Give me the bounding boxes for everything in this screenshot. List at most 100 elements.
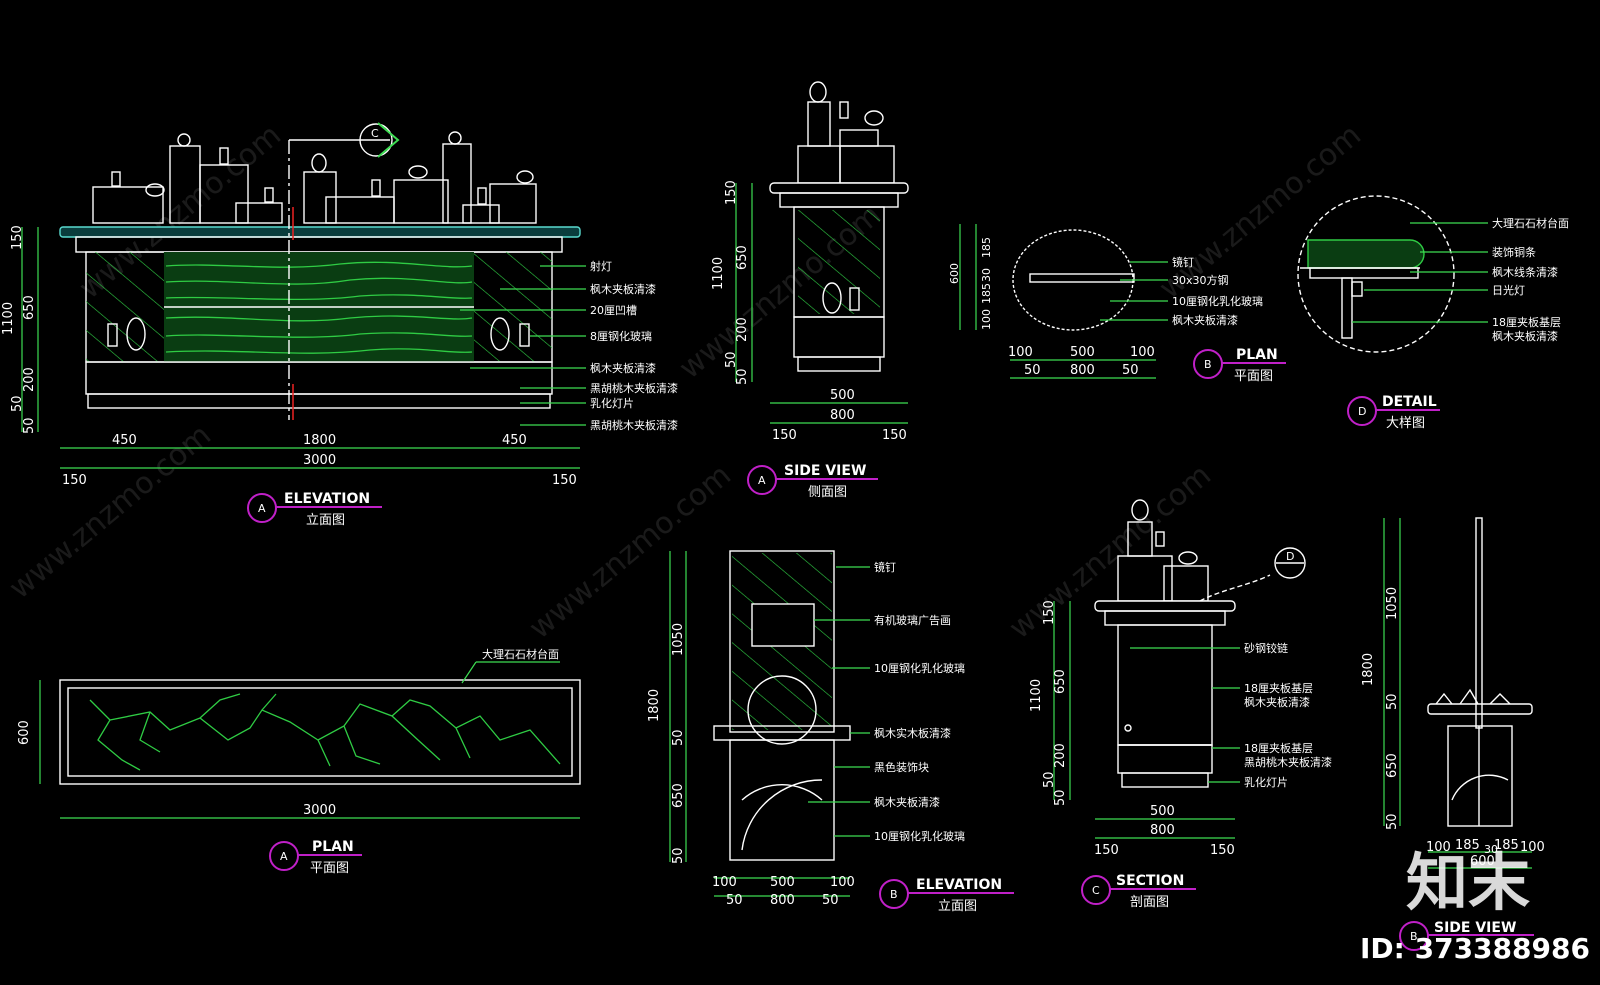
callout-label: 大理石石材台面 [1492, 216, 1569, 230]
dim-label: 100 [1520, 840, 1545, 855]
light-film [1121, 772, 1209, 788]
dim-label: 1800 [647, 689, 662, 722]
view-subtitle: 大样图 [1386, 416, 1425, 431]
walnut-base [1117, 744, 1213, 774]
callout-label: 黑胡桃木夹板清漆 [1244, 755, 1332, 769]
view-letter: C [1092, 884, 1100, 897]
display-items [1435, 688, 1511, 705]
dim-label: 50 [1024, 363, 1041, 378]
dim-label: 100 [1130, 345, 1155, 360]
view-subtitle: 立面图 [306, 513, 345, 528]
view-subtitle: 侧面图 [808, 485, 847, 500]
mirror-circle [747, 675, 817, 745]
display-block [442, 143, 472, 224]
callout-label: 枫木夹板清漆 [1244, 695, 1310, 709]
ring-box [1178, 551, 1198, 565]
section-c-drawing: D 150 1100 650 200 50 50 500 800 150 150… [1029, 499, 1332, 910]
perfume-bottle [809, 81, 827, 103]
side-glass-hatch [474, 252, 552, 362]
dim-label: 650 [671, 783, 686, 808]
dim-label: 50 [10, 395, 25, 412]
top-frame [1104, 610, 1226, 626]
view-title: PLAN [312, 839, 354, 855]
dim-label: 150 [10, 225, 25, 250]
callout-label: 乳化灯片 [590, 396, 634, 410]
view-subtitle: 平面图 [1234, 369, 1273, 384]
glass-hatch [798, 210, 880, 314]
dim-label: 50 [822, 893, 839, 908]
dim-label: 150 [1042, 600, 1057, 625]
dim-label: 800 [770, 893, 795, 908]
perfume-bottle [849, 287, 860, 311]
display-block [489, 183, 537, 224]
dim-label: 50 [1385, 693, 1400, 710]
detail-d-drawing: 大理石石材台面 装饰铜条 枫木线条清漆 日光灯 18厘夹板基层 枫木夹板清漆 D… [1297, 195, 1569, 431]
view-letter: D [1358, 405, 1366, 418]
detail-circle [1297, 195, 1455, 353]
dim-label: 200 [735, 317, 750, 342]
ring-box [408, 165, 428, 179]
dim-label: 450 [502, 433, 527, 448]
dim-label: 50 [22, 417, 37, 434]
dim-label: 450 [112, 433, 137, 448]
callout-label: 黑胡桃木夹板清漆 [590, 381, 678, 395]
display-block [393, 179, 449, 224]
perfume-bottle [111, 171, 121, 187]
detail-callout-circle [1012, 229, 1134, 331]
panel-section [1341, 277, 1353, 339]
dim-label: 150 [62, 473, 87, 488]
light-film [797, 356, 881, 372]
dim-label: 500 [770, 875, 795, 890]
dim-label: 100 [980, 309, 993, 330]
perfume-bottle [490, 317, 510, 351]
view-title: DETAIL [1382, 394, 1437, 410]
dim-label: 50 [726, 893, 743, 908]
perfume-bottle [264, 187, 274, 203]
dim-label: 50 [1053, 789, 1068, 806]
dim-label: 1100 [1029, 679, 1044, 712]
marble-countertop [59, 226, 581, 238]
plan-outline [59, 679, 581, 785]
dim-label: 150 [882, 428, 907, 443]
callout-label: 10厘钢化乳化玻璃 [874, 661, 965, 675]
dim-label: 150 [772, 428, 797, 443]
detail-marker [1274, 547, 1306, 579]
callout-leader [461, 661, 477, 684]
callout-label: 枫木夹板清漆 [874, 795, 940, 809]
callout-label: 枫木夹板清漆 [1492, 329, 1558, 343]
lower-cabinet [729, 739, 835, 861]
dim-label: 800 [830, 408, 855, 423]
dim-label: 100 [712, 875, 737, 890]
dim-label: 150 [1094, 843, 1119, 858]
dim-label: 1100 [711, 257, 726, 290]
view-subtitle: 立面图 [938, 899, 977, 914]
wood-grain [165, 261, 473, 354]
dim-label: 1800 [303, 433, 336, 448]
dim-label: 600 [948, 263, 961, 284]
view-letter: A [280, 850, 288, 863]
display-block [462, 204, 500, 224]
perfume-bottle [448, 131, 462, 145]
callout-label: 枫木线条清漆 [1492, 265, 1558, 279]
view-letter: A [758, 474, 766, 487]
display-block [797, 145, 841, 184]
perfume-bottle [519, 323, 530, 347]
side-glass-hatch [86, 252, 164, 362]
dim-label: 50 [724, 351, 739, 368]
callout-label: 镜钉 [874, 560, 896, 574]
dim-label: 1050 [1385, 587, 1400, 620]
display-block [839, 145, 895, 184]
dim-label: 100 [1426, 840, 1451, 855]
perfume-bottle [107, 323, 118, 347]
cabinet-body [1117, 624, 1213, 746]
dim-label: 800 [1070, 363, 1095, 378]
callout-label: 18厘夹板基层 [1244, 741, 1313, 755]
dim-label: 100 [830, 875, 855, 890]
view-letter: B [1410, 930, 1418, 943]
marble-edge [1307, 239, 1425, 269]
callout-label: 枫木实木板清漆 [874, 726, 951, 740]
countertop [1094, 600, 1236, 612]
view-title: SECTION [1116, 873, 1184, 889]
dim-label: 50 [1122, 363, 1139, 378]
callout-label: 20厘凹槽 [590, 304, 637, 317]
